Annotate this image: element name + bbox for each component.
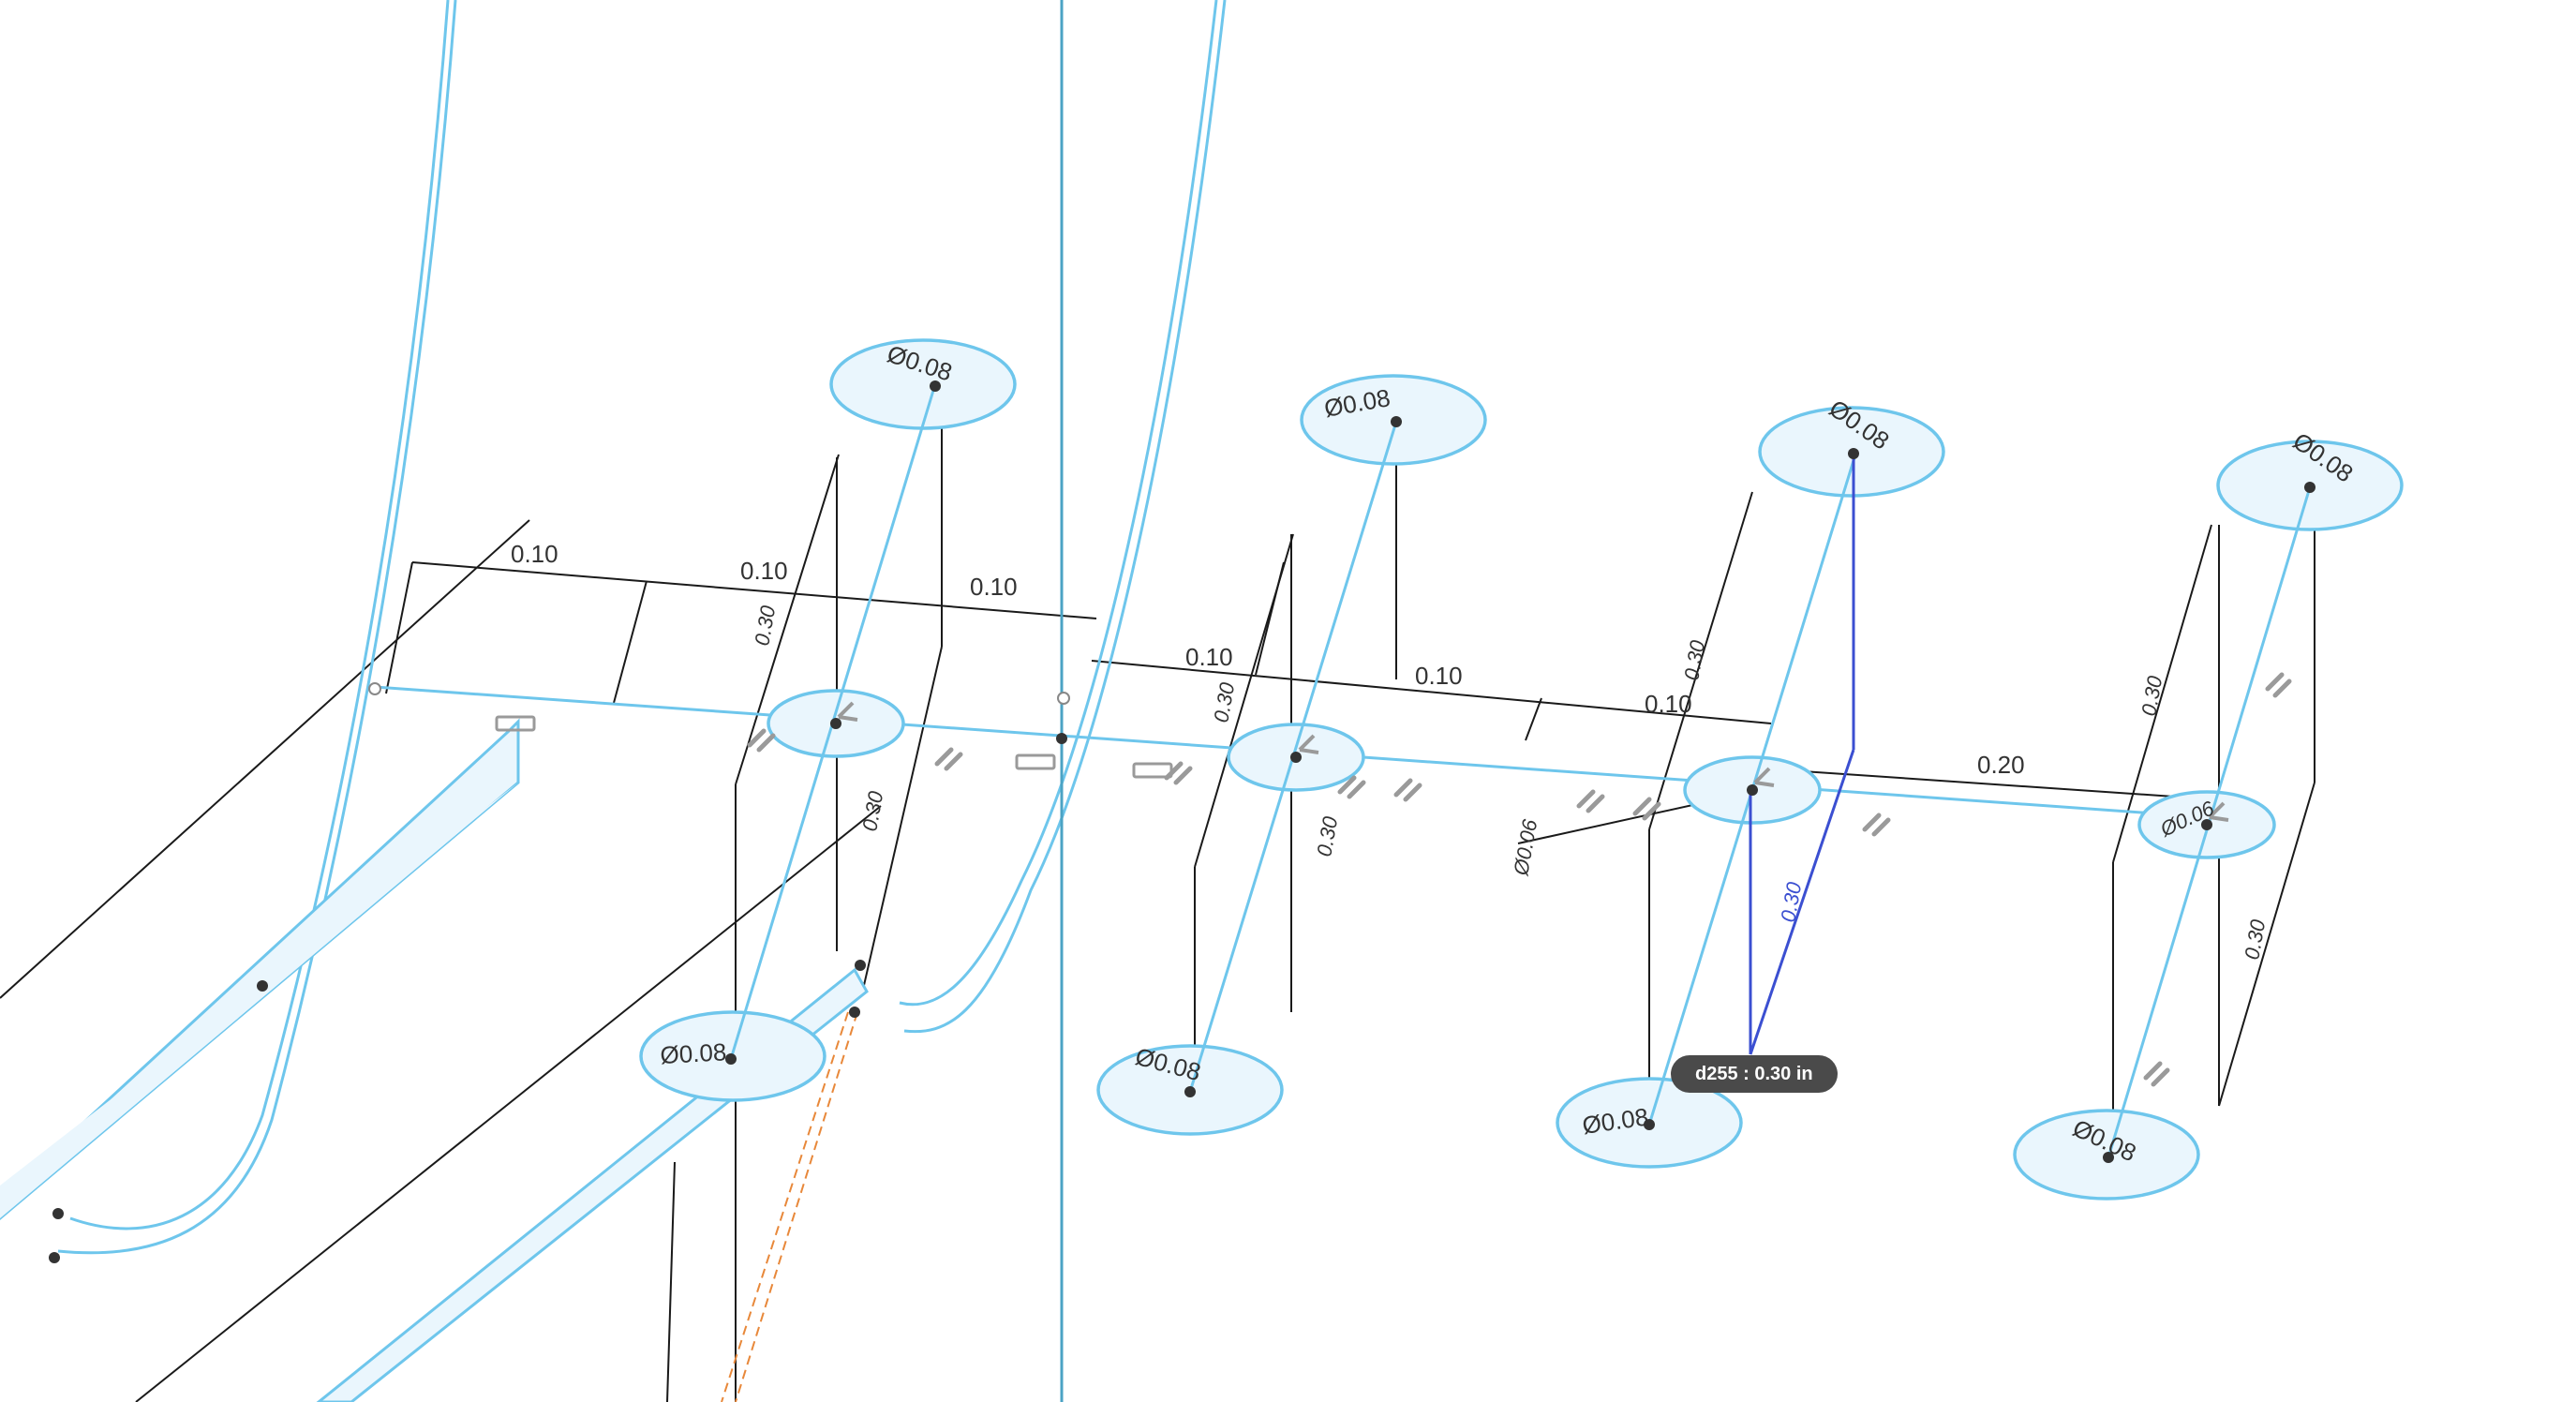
sketch-point	[855, 960, 866, 971]
sketch-point-open	[368, 682, 381, 695]
parallel-constraint-icon	[1632, 797, 1652, 816]
parallel-constraint-icon	[2265, 672, 2285, 692]
dimension-label: 0.10	[1645, 690, 1692, 718]
dimension-tooltip: d255 : 0.30 in	[1671, 1055, 1838, 1093]
sketch-point	[2103, 1152, 2114, 1163]
parallel-constraint-icon	[747, 728, 767, 748]
dimension-label: 0.10	[970, 573, 1018, 601]
sketch-point	[1184, 1086, 1196, 1097]
parallel-constraint-icon	[934, 747, 954, 767]
parallel-constraint-icon	[1862, 813, 1882, 832]
constraint-glyphs[interactable]	[495, 672, 2292, 1087]
parallel-constraint-icon	[2272, 679, 2292, 698]
parallel-constraint-icon	[1586, 794, 1605, 813]
horizontal-constraint-icon	[495, 715, 536, 732]
sketch-point	[2201, 819, 2212, 830]
dimension-label-vertical: 0.30	[857, 789, 887, 833]
sketch-diagonals	[729, 383, 2312, 1158]
sketch-point	[1747, 784, 1758, 796]
diameter-label: Ø0.08	[660, 1037, 727, 1069]
parallel-constraint-icon	[944, 752, 963, 771]
dimension-label-vertical: 0.30	[750, 604, 780, 648]
parallel-constraint-icon	[1393, 778, 1413, 798]
sketch-points[interactable]	[49, 380, 2315, 1263]
dimension-label-active: 0.30	[1776, 880, 1806, 924]
dimension-label-vertical: 0.30	[2137, 674, 2167, 718]
horizontal-constraint-icon	[1015, 753, 1056, 770]
dimension-label: 0.20	[1977, 751, 2025, 779]
hole-ellipses	[639, 338, 2404, 1201]
dimension-label-vertical: 0.30	[2240, 917, 2270, 962]
parallel-constraint-icon	[1403, 783, 1422, 802]
dimension-label: 0.10	[511, 540, 558, 568]
sketch-point-open	[1057, 692, 1070, 705]
coincident-constraint-icon	[2208, 801, 2229, 822]
sketch-point	[1056, 733, 1067, 744]
parallel-constraint-icon	[1642, 801, 1661, 821]
dimension-label: 0.10	[740, 557, 788, 585]
sketch-point	[1290, 752, 1302, 763]
sketch-profiles	[0, 0, 2222, 1402]
sketch-point	[1644, 1119, 1655, 1130]
sketch-point	[725, 1053, 737, 1065]
parallel-constraint-icon	[2151, 1067, 2170, 1087]
sketch-point	[849, 1007, 860, 1018]
sketch-point	[930, 380, 941, 392]
parallel-constraint-icon	[2143, 1061, 2163, 1081]
dimension-label: 0.10	[1415, 662, 1463, 690]
sketch-point	[49, 1252, 60, 1263]
sketch-point	[2304, 482, 2315, 493]
dimension-label-vertical: 0.30	[1312, 814, 1342, 858]
parallel-constraint-icon	[1337, 775, 1357, 795]
coincident-constraint-icon	[1753, 767, 1775, 787]
parallel-constraint-icon	[1173, 766, 1193, 785]
dimension-label-vertical: 0.30	[1679, 638, 1709, 682]
parallel-constraint-icon	[756, 733, 776, 753]
horizontal-constraint-icon	[1132, 762, 1173, 779]
diameter-label: Ø0.06	[1509, 817, 1541, 878]
construction-lines	[721, 1011, 858, 1402]
parallel-constraint-icon	[1871, 817, 1891, 837]
parallel-constraint-icon	[1347, 780, 1366, 799]
sketch-point	[830, 718, 841, 729]
coincident-constraint-icon	[837, 701, 858, 722]
parallel-constraint-icon	[1576, 789, 1596, 809]
sketch-point	[257, 980, 268, 992]
dimension-label-vertical: 0.30	[1209, 680, 1239, 724]
sketch-point	[1848, 448, 1859, 459]
coincident-constraint-icon	[1298, 734, 1319, 754]
sketch-point	[1391, 416, 1402, 427]
sketch-point	[52, 1208, 64, 1219]
dimension-label: 0.10	[1185, 643, 1233, 671]
